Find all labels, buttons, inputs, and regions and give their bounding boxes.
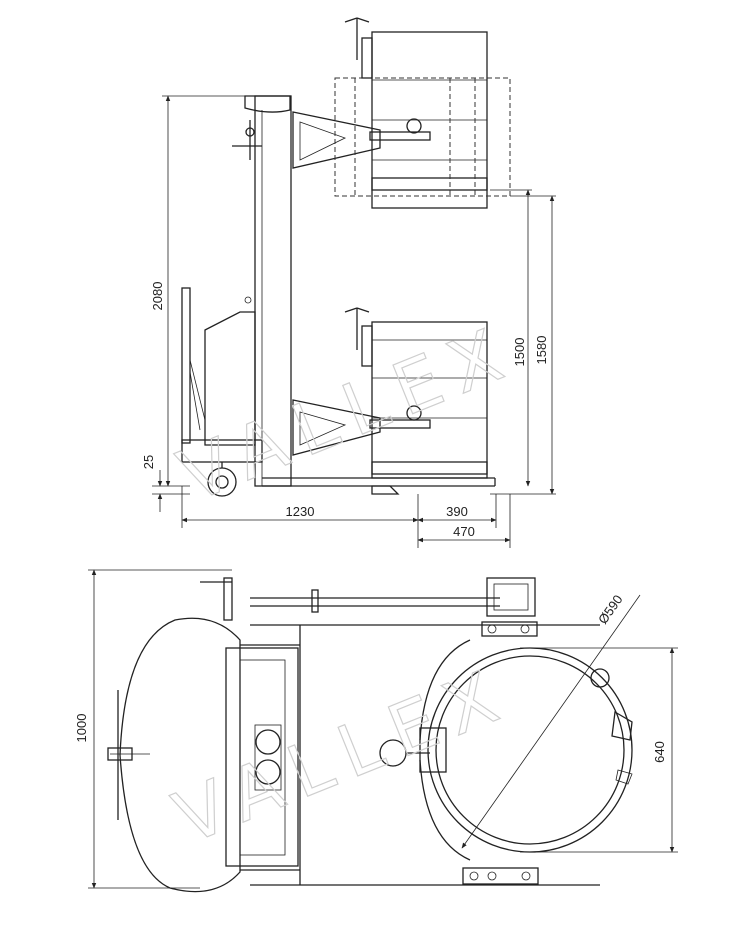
drum-raised-outline <box>334 77 511 197</box>
dim-640: 640 <box>652 741 667 763</box>
clamp-arm-raised <box>292 111 381 169</box>
chain-hook <box>611 710 633 741</box>
dim-390: 390 <box>446 504 468 519</box>
clamp-top <box>486 577 536 617</box>
dim-1500: 1500 <box>512 338 527 367</box>
dim-25: 25 <box>141 455 156 469</box>
dim-1000: 1000 <box>74 714 89 743</box>
rear-housing <box>119 617 241 893</box>
clamp-bottom <box>462 867 539 885</box>
dim-1580: 1580 <box>534 336 549 365</box>
battery-housing <box>204 311 256 446</box>
mast-top <box>244 95 291 113</box>
drive-wheel-lower <box>255 759 281 785</box>
drive-unit <box>225 647 299 867</box>
dim-470: 470 <box>453 524 475 539</box>
side-view: 2080 25 1500 1580 1230 390 470 <box>141 17 556 548</box>
drive-wheel-upper <box>255 729 281 755</box>
left-clamp-pad <box>419 727 447 773</box>
clamp-arm-lowered <box>292 399 381 456</box>
watermark-lower: VALLEX <box>163 650 522 860</box>
drum-bung <box>590 668 610 688</box>
operator-handle <box>181 287 191 444</box>
front-roller <box>371 485 400 495</box>
drum-lowered <box>371 321 488 479</box>
watermark-upper: VALLEX <box>168 308 527 518</box>
dim-2080: 2080 <box>150 282 165 311</box>
dim-1230: 1230 <box>286 504 315 519</box>
top-view: Ø590 1000 640 <box>74 569 678 893</box>
